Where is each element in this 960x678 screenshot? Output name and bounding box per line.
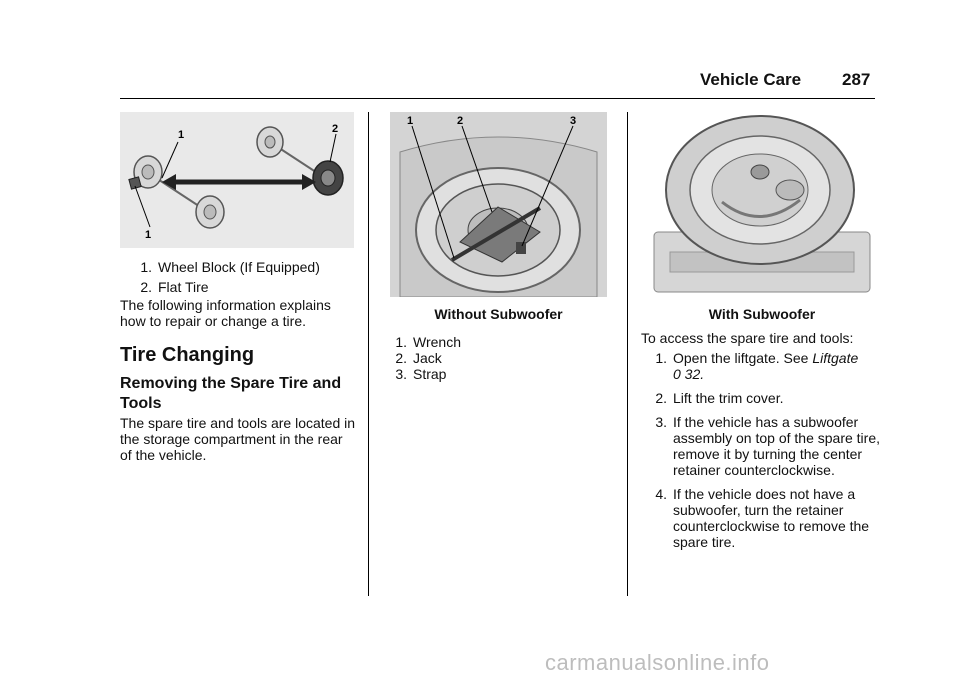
callout-1-top: 1: [178, 129, 184, 141]
section-title: Tire Changing: [120, 344, 255, 366]
figure2-legend: 1.Wrench 2.Jack 3.Strap: [385, 334, 461, 382]
liftgate-link[interactable]: Liftgate: [812, 350, 859, 366]
list-item: 3.Strap: [395, 366, 447, 382]
callout-2: 2: [332, 123, 338, 135]
trunk-without-subwoofer-illustration: 1 2 3: [390, 112, 607, 297]
step-item: 2.Lift the trim cover.: [655, 390, 784, 406]
spare-tire-with-subwoofer-illustration: [650, 112, 874, 297]
figure3-caption: With Subwoofer: [708, 306, 816, 322]
callout-1: 1: [407, 115, 413, 127]
page-header-title: Vehicle Care: [700, 70, 802, 89]
access-intro: To access the spare tire and tools:: [641, 330, 854, 346]
header-divider: [120, 98, 875, 99]
list-item: 1.Wheel Block (If Equipped): [140, 259, 320, 275]
step-item: 4.If the vehicle does not have a subwoof…: [655, 486, 870, 550]
callout-2: 2: [457, 115, 463, 127]
list-item: 2.Flat Tire: [140, 279, 209, 295]
column-divider-1: [368, 112, 369, 596]
callout-3: 3: [570, 115, 576, 127]
page-number: 287: [842, 70, 871, 89]
subsection-paragraph: The spare tire and tools are located in …: [120, 415, 356, 463]
figure2-caption: Without Subwoofer: [434, 306, 563, 322]
figure1-legend: 1.Wheel Block (If Equipped) 2.Flat Tire: [130, 259, 320, 295]
watermark: carmanualsonline.info: [545, 650, 770, 675]
column-divider-2: [627, 112, 628, 596]
callout-1-bottom: 1: [145, 229, 151, 241]
list-item: 1.Wrench: [395, 334, 461, 350]
wheel-block-illustration: 1 2 1: [120, 112, 354, 248]
subsection-title: Removing the Spare Tire and Tools: [120, 375, 342, 412]
intro-paragraph: The following information explains how t…: [120, 297, 331, 329]
list-item: 2.Jack: [395, 350, 442, 366]
step-item: 3.If the vehicle has a subwoofer assembl…: [655, 414, 880, 478]
